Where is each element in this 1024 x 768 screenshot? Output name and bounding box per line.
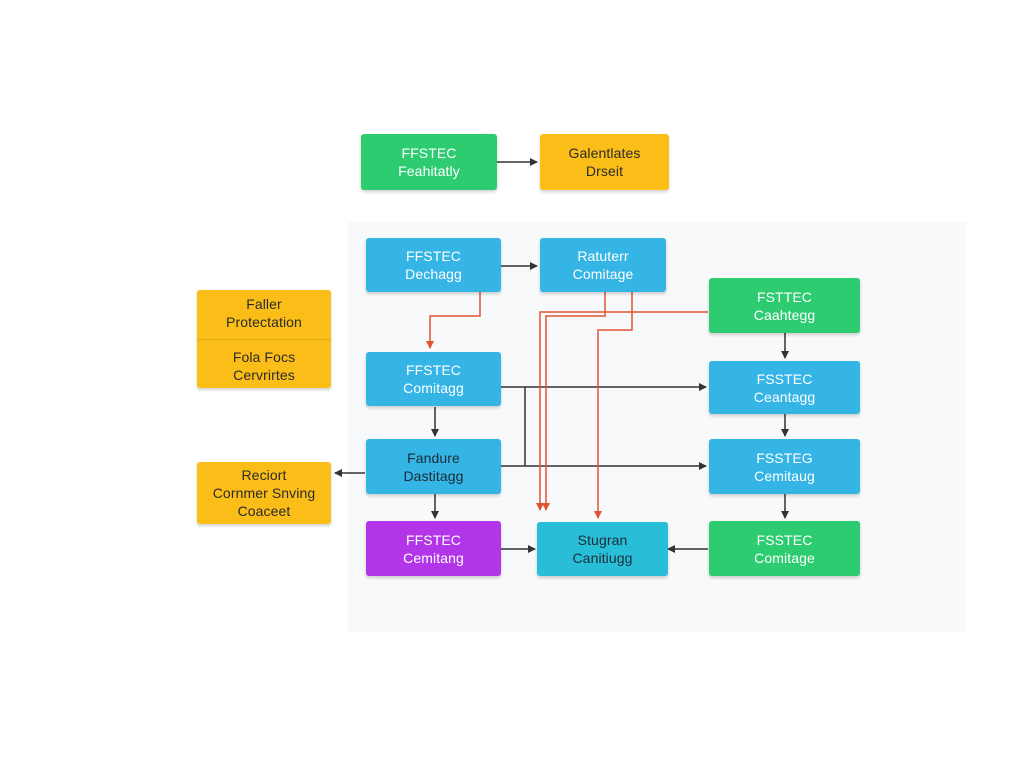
node-green-r4[interactable]: FSSTEC Comitage — [709, 521, 860, 576]
node-blue-a[interactable]: FFSTEC Dechagg — [366, 238, 501, 292]
node-green-r1[interactable]: FSTTEC Caahtegg — [709, 278, 860, 333]
node-orange-left-top2: Protectation — [226, 313, 302, 330]
node-blue-r3[interactable]: FSSTEG Cemitaug — [709, 439, 860, 494]
node-orange-bottom-line3: Coaceet — [237, 503, 291, 519]
node-teal-center-line2: Canitiugg — [572, 550, 633, 566]
node-blue-r3-line1: FSSTEG — [756, 449, 813, 466]
node-blue-a-line2: Dechagg — [405, 266, 462, 282]
node-orange-bottom-line1: Reciort — [241, 467, 287, 483]
node-blue-c-line2: Comitagg — [403, 380, 464, 396]
node-blue-d-line1: Fandure — [407, 449, 460, 466]
node-blue-d[interactable]: Fandure Dastitagg — [366, 439, 501, 494]
node-orange-left-top1: Faller — [246, 295, 282, 312]
node-blue-a-line1: FFSTEC — [405, 248, 462, 264]
node-purple[interactable]: FFSTEC Cemitang — [366, 521, 501, 576]
node-orange-left-divider — [197, 338, 331, 340]
node-purple-line2: Cemitang — [403, 549, 464, 566]
node-blue-c-line1: FFSTEC — [405, 362, 462, 378]
node-green-r1-line1: FSTTEC — [756, 288, 813, 305]
node-orange-bottom[interactable]: Reciort Cornmer Snving Coaceet — [197, 462, 331, 524]
node-orange-left-bottom2: Cervrirtes — [233, 366, 295, 383]
node-top-right[interactable]: Galentlates Drseit — [540, 134, 669, 190]
red-arrow-blue-b-to-teal-center-1 — [542, 292, 606, 511]
node-blue-b-line2: Comitage — [572, 266, 634, 282]
node-green-r4-line1: FSSTEC — [756, 531, 813, 548]
node-purple-line1: FFSTEC — [405, 531, 462, 548]
node-blue-d-line2: Dastitagg — [403, 467, 464, 484]
red-arrow-green-r1-to-teal-center — [536, 311, 708, 511]
node-blue-r2[interactable]: FSSTEC Ceantagg — [709, 361, 860, 414]
node-top-left-line2: Feahitatly — [398, 163, 460, 179]
node-blue-c[interactable]: FFSTEC Comitagg — [366, 352, 501, 406]
red-arrow-blue-a-to-blue-c — [426, 292, 481, 349]
node-teal-center-line1: Stugran — [577, 532, 628, 548]
node-top-right-line2: Drseit — [585, 163, 624, 179]
node-blue-r2-line1: FSSTEC — [756, 370, 813, 387]
node-blue-b-line1: Ratuterr — [577, 248, 629, 264]
node-top-left[interactable]: FFSTEC Feahitatly — [361, 134, 497, 190]
node-teal-center[interactable]: Stugran Canitiugg — [537, 522, 668, 576]
node-blue-b[interactable]: Ratuterr Comitage — [540, 238, 666, 292]
node-orange-left[interactable]: Faller Protectation Fola Focs Cervrirtes — [197, 290, 331, 388]
red-arrow-blue-b-to-teal-center-2 — [594, 292, 633, 519]
node-green-r1-line2: Caahtegg — [753, 306, 816, 323]
node-blue-r3-line2: Cemitaug — [754, 467, 815, 484]
node-blue-r2-line2: Ceantagg — [753, 388, 816, 405]
node-orange-bottom-line2: Cornmer Snving — [212, 485, 316, 501]
node-top-right-line1: Galentlates — [568, 145, 641, 161]
node-orange-left-bottom1: Fola Focs — [232, 348, 296, 365]
node-top-left-line1: FFSTEC — [401, 145, 457, 161]
node-green-r4-line2: Comitage — [754, 549, 815, 566]
